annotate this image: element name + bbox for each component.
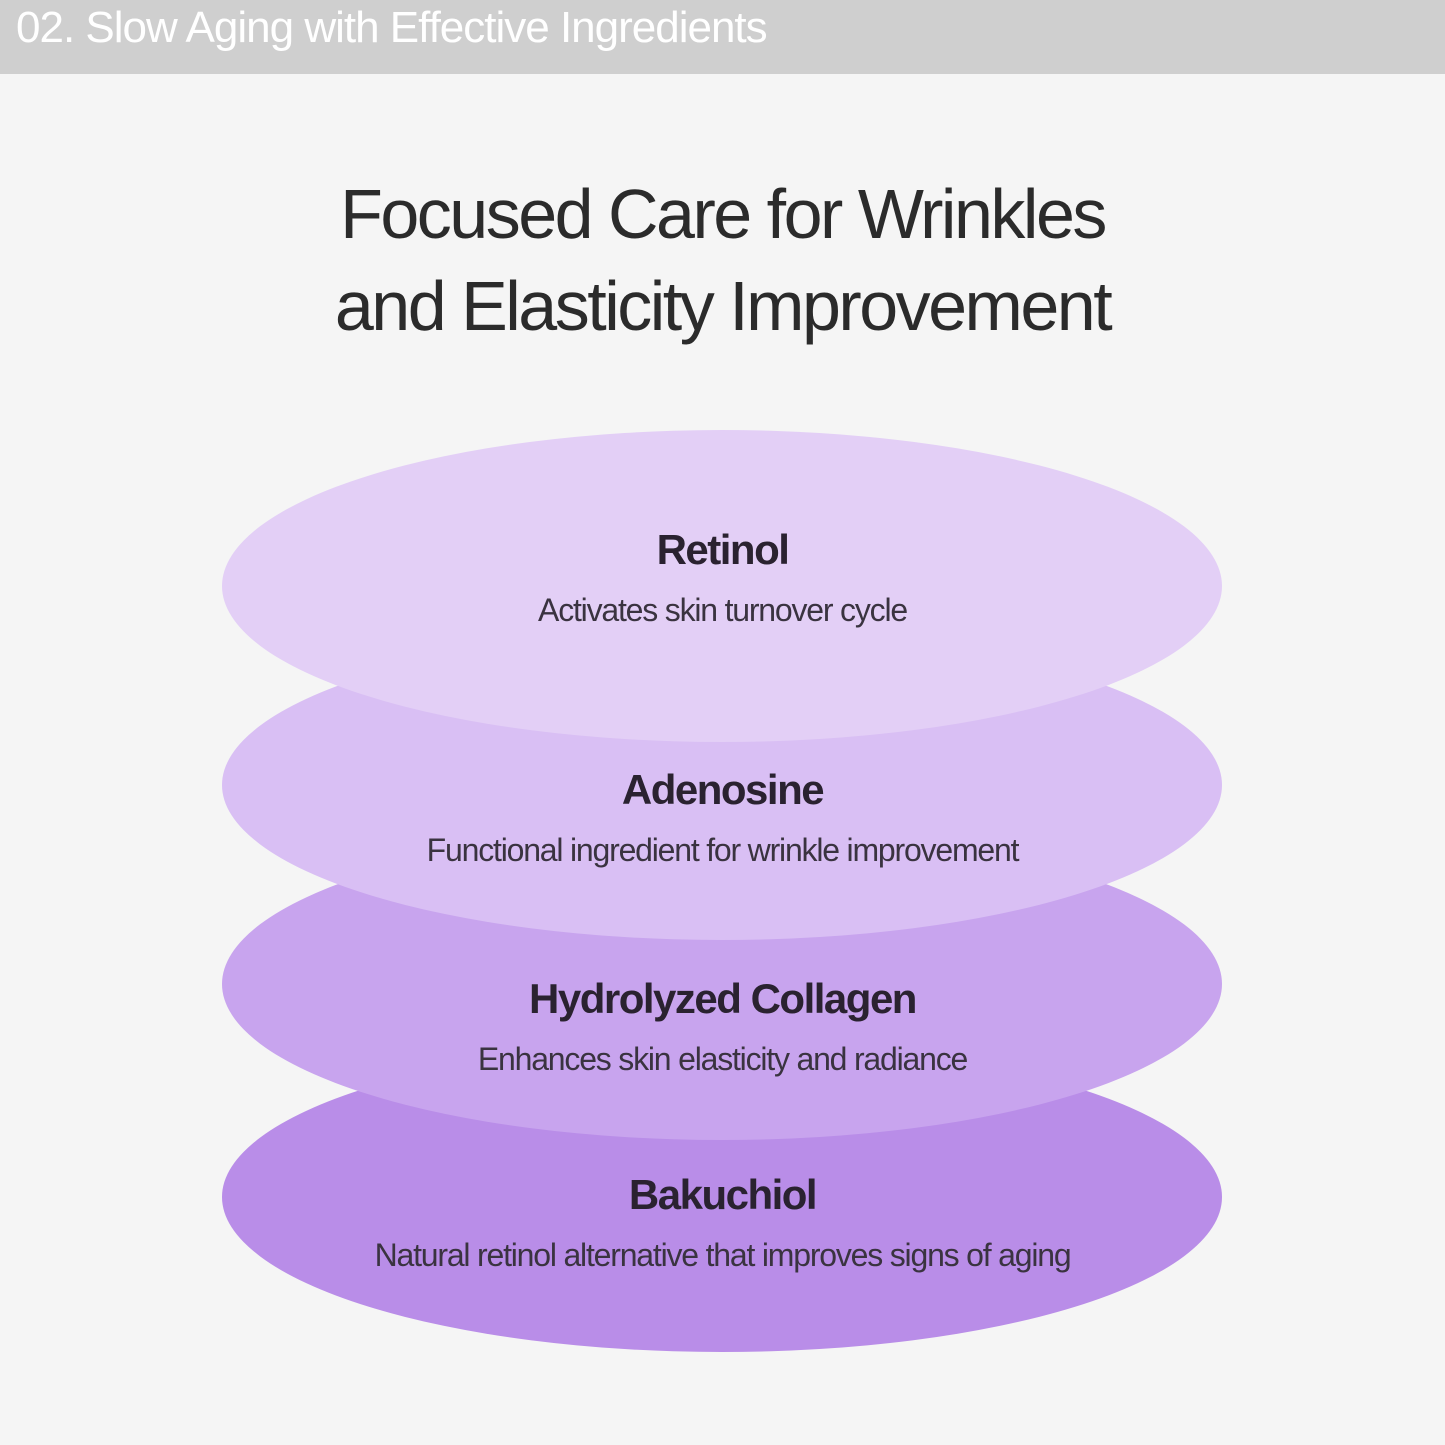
ingredient-name: Bakuchiol: [628, 1171, 818, 1218]
ingredient-name: Hydrolyzed Collagen: [529, 975, 917, 1022]
ingredient-label-hydrolyzed-collagen: Hydrolyzed Collagen Enhances skin elasti…: [0, 975, 1445, 1079]
ingredient-description: Enhances skin elasticity and radiance: [477, 1041, 968, 1077]
page-title-line-2: and Elasticity Improvement: [334, 267, 1113, 345]
ingredient-layer-retinol: [222, 430, 1222, 742]
section-banner: 02. Slow Aging with Effective Ingredient…: [0, 0, 1445, 74]
ingredient-name: Retinol: [656, 526, 790, 573]
ingredient-description: Functional ingredient for wrinkle improv…: [426, 832, 1020, 868]
ingredient-description: Natural retinol alternative that improve…: [374, 1237, 1072, 1273]
section-banner-text: 02. Slow Aging with Effective Ingredient…: [16, 3, 768, 52]
ingredient-name: Adenosine: [621, 766, 825, 813]
ingredient-label-retinol: Retinol Activates skin turnover cycle: [0, 526, 1445, 630]
ingredient-label-bakuchiol: Bakuchiol Natural retinol alternative th…: [0, 1171, 1445, 1275]
page-title-line-1: Focused Care for Wrinkles: [340, 175, 1107, 253]
ingredient-description: Activates skin turnover cycle: [538, 592, 908, 628]
page-title: Focused Care for Wrinkles and Elasticity…: [0, 168, 1445, 352]
ingredient-label-adenosine: Adenosine Functional ingredient for wrin…: [0, 766, 1445, 870]
